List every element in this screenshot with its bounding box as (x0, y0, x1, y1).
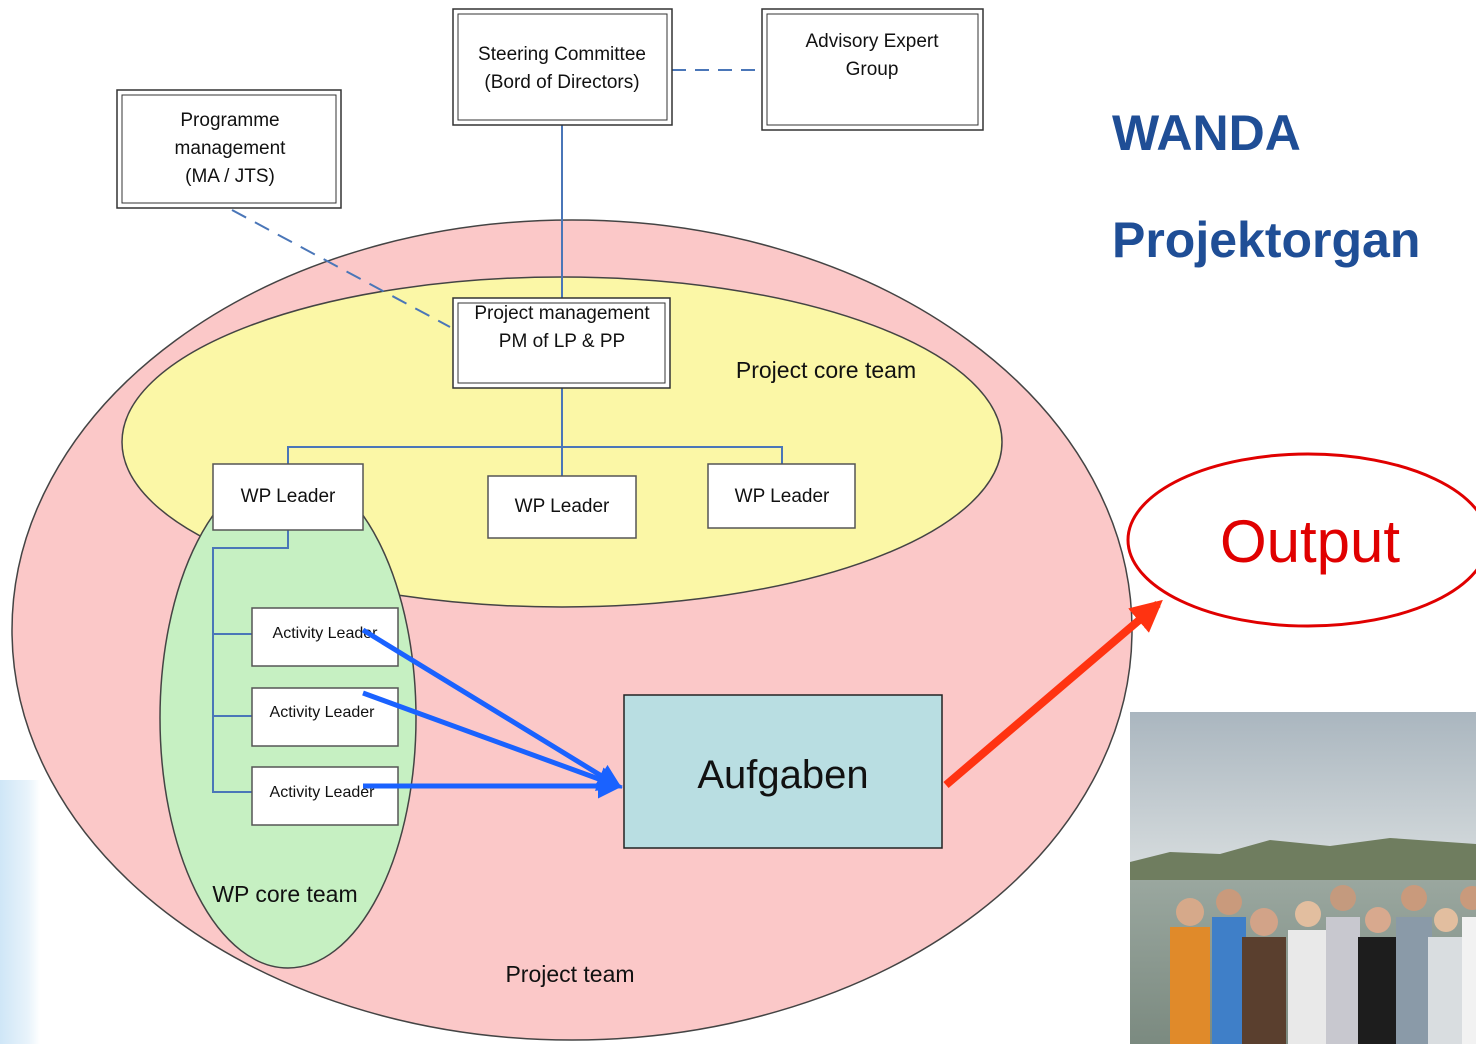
arrow-aufgaben-to-output (943, 599, 1163, 789)
activity-leader-label-3: Activity Leader (270, 784, 376, 801)
programme-label-3: (MA / JTS) (185, 166, 275, 187)
steering-committee-box: Steering Committee (Bord of Directors) (452, 8, 673, 126)
output-label: Output (1220, 508, 1400, 575)
advisory-label-2: Group (846, 59, 899, 80)
project-management-box: Project management PM of LP & PP (452, 297, 671, 389)
aufgaben-label: Aufgaben (697, 753, 868, 797)
arrow-activity-1-to-aufgaben (361, 627, 623, 789)
wp-leader-label-1: WP Leader (241, 486, 336, 507)
arrow-activity-2-to-aufgaben (362, 690, 623, 791)
wp-leader-label-3: WP Leader (735, 486, 830, 507)
connectors (212, 69, 783, 793)
team-photo (1130, 712, 1476, 1044)
pm-label-2: PM of LP & PP (499, 331, 625, 352)
wp-leader-box-1: WP Leader (212, 463, 364, 531)
aufgaben-box: Aufgaben (623, 694, 943, 849)
wp-leader-box-3: WP Leader (707, 463, 856, 529)
project-core-team-label: Project core team (736, 357, 916, 383)
programme-label-2: management (175, 138, 287, 159)
wp-leader-label-2: WP Leader (515, 496, 610, 517)
wp-core-team-label: WP core team (212, 881, 357, 907)
left-edge-decoration (0, 780, 40, 1044)
steering-label-2: (Bord of Directors) (484, 72, 639, 93)
slide-title-line-2: Projektorgan (1112, 212, 1421, 268)
pm-label-1: Project management (474, 303, 650, 324)
team-photo-illustration (1130, 712, 1476, 1044)
activity-leader-label-2: Activity Leader (270, 704, 376, 721)
programme-management-box: Programme management (MA / JTS) (116, 89, 342, 209)
advisory-expert-box: Advisory Expert Group (761, 8, 984, 131)
activity-leader-box-3: Activity Leader (251, 766, 399, 826)
steering-label-1: Steering Committee (478, 44, 646, 65)
slide-title-line-1: WANDA (1112, 105, 1301, 161)
activity-leader-label-1: Activity Leader (273, 625, 379, 642)
wp-leader-box-2: WP Leader (487, 475, 637, 539)
advisory-label-1: Advisory Expert (805, 31, 939, 52)
programme-label-1: Programme (180, 110, 279, 131)
output-bubble: Output (1126, 452, 1476, 628)
project-team-label: Project team (505, 961, 634, 987)
